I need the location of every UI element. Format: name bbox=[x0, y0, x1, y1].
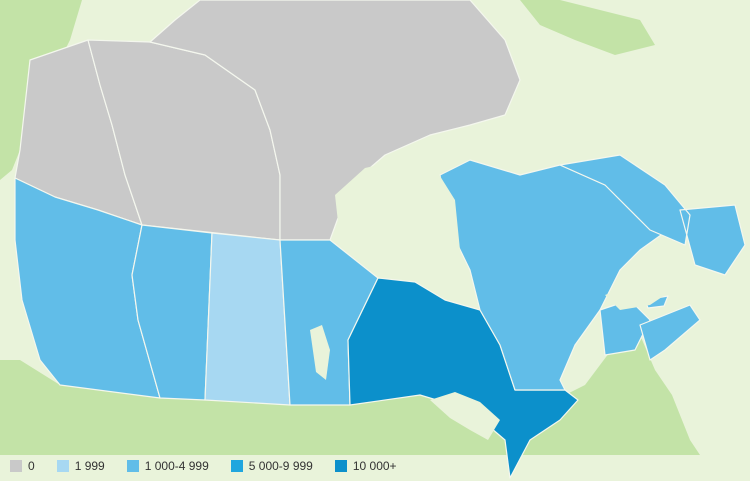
legend-label: 0 bbox=[28, 459, 35, 473]
legend-label: 5 000-9 999 bbox=[248, 459, 313, 473]
region-nova-scotia[interactable] bbox=[639, 304, 701, 361]
legend-item: 0 bbox=[10, 459, 35, 473]
lake-winnipeg bbox=[310, 325, 330, 380]
legend-swatch bbox=[126, 460, 139, 472]
region-ontario[interactable] bbox=[347, 277, 579, 479]
legend-label: 10 000+ bbox=[352, 459, 397, 473]
hudson-bay bbox=[335, 160, 470, 300]
region-nunavut[interactable] bbox=[149, 0, 521, 241]
legend-swatch bbox=[334, 460, 347, 472]
legend-item: 1 000-4 999 bbox=[126, 459, 209, 473]
legend-swatch bbox=[56, 460, 69, 472]
region-saskatchewan[interactable] bbox=[204, 232, 291, 406]
legend-item: 5 000-9 999 bbox=[230, 459, 313, 473]
legend-swatch bbox=[230, 460, 243, 472]
region-newfoundland-labrador[interactable] bbox=[559, 154, 746, 276]
legend-label: 1 000-4 999 bbox=[144, 459, 209, 473]
legend-label: 1 999 bbox=[74, 459, 105, 473]
legend-item: 10 000+ bbox=[334, 459, 397, 473]
greenland-land bbox=[520, 0, 655, 55]
map-legend: 0 1 999 1 000-4 999 5 000-9 999 10 000+ bbox=[10, 456, 419, 476]
legend-swatch bbox=[10, 460, 22, 472]
gulf-of-st-lawrence bbox=[605, 282, 665, 310]
great-lakes bbox=[430, 392, 500, 440]
legend-item: 1 999 bbox=[56, 459, 105, 473]
